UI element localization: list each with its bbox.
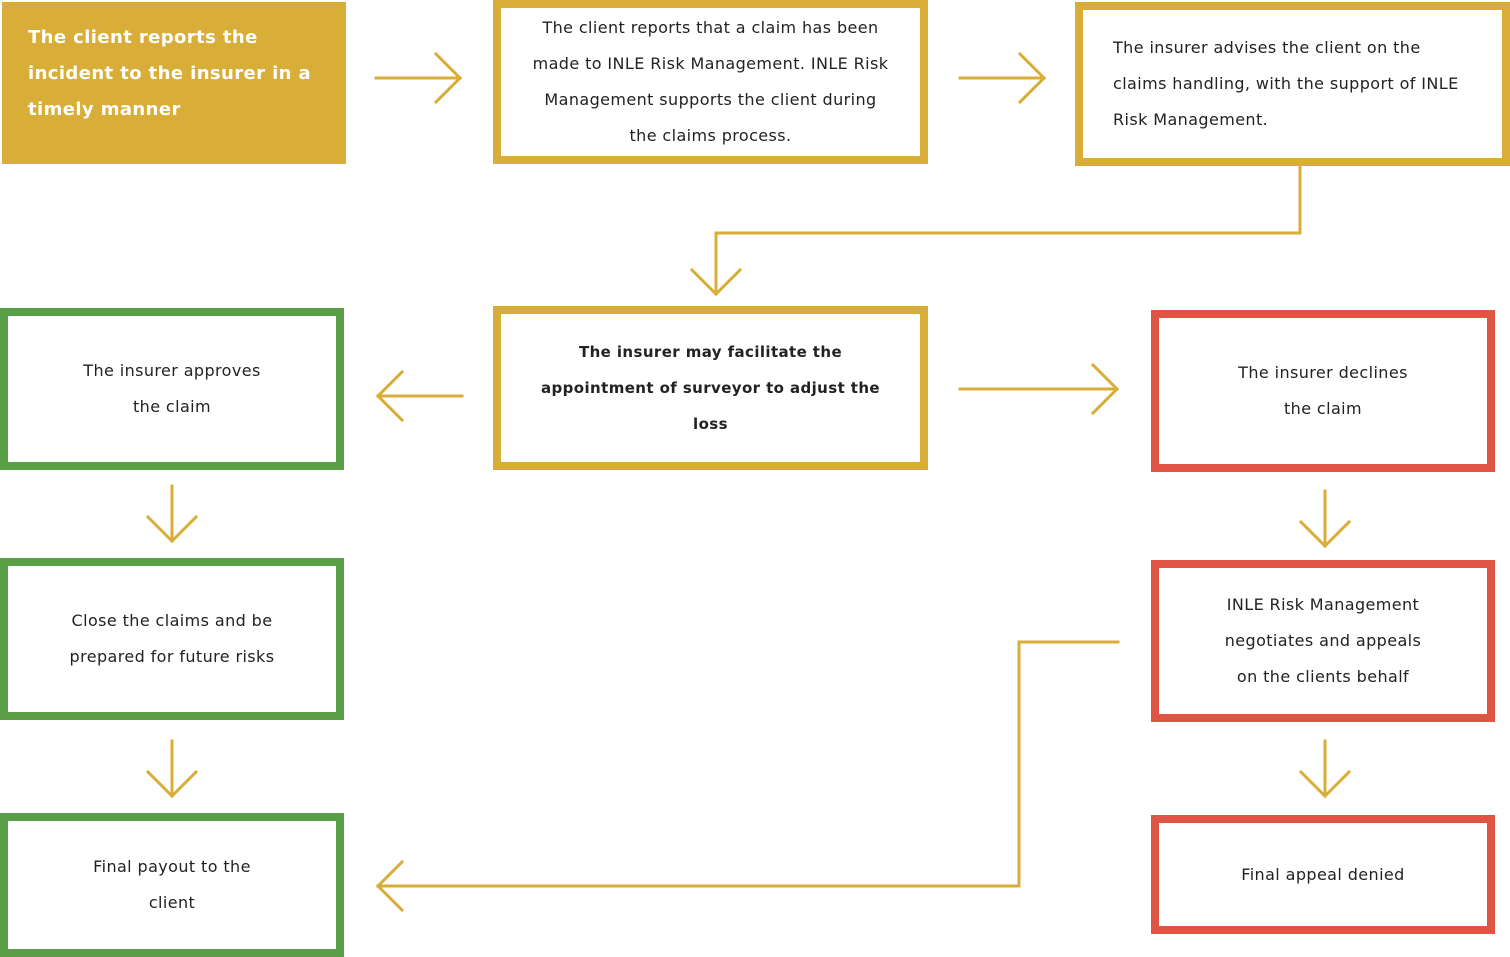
step-claim-reported: The client reports that a claim has been… [493, 0, 928, 164]
arrow-left-to-approves [375, 369, 464, 423]
step-final-payout-text: Final payout to the client [93, 857, 251, 912]
step-final-payout: Final payout to the client [0, 813, 344, 957]
step-insurer-declines: The insurer declines the claim [1151, 310, 1495, 472]
step-report-incident-text: The client reports the incident to the i… [28, 27, 312, 120]
arrow-right-1 [374, 51, 463, 105]
step-insurer-declines-text: The insurer declines the claim [1238, 363, 1408, 418]
step-appeal-denied-text: Final appeal denied [1241, 864, 1405, 884]
step-surveyor-text: The insurer may facilitate the appointme… [541, 343, 880, 433]
arrow-down-to-negotiates [1298, 489, 1352, 549]
step-appeal-denied: Final appeal denied [1151, 815, 1495, 934]
arrow-down-to-payout [145, 739, 199, 799]
step-surveyor: The insurer may facilitate the appointme… [493, 306, 928, 470]
step-negotiates-text: INLE Risk Management negotiates and appe… [1224, 595, 1422, 686]
arrow-right-to-declines [958, 362, 1120, 416]
arrow-down-to-appeal-denied [1298, 739, 1352, 799]
step-close-claims-text: Close the claims and be prepared for fut… [69, 611, 275, 666]
arrow-down-to-close [145, 484, 199, 544]
arrow-right-2 [958, 51, 1047, 105]
step-report-incident: The client reports the incident to the i… [2, 2, 346, 164]
arrow-down-to-surveyor [689, 164, 1302, 297]
step-insurer-advises: The insurer advises the client on the cl… [1075, 2, 1510, 166]
step-insurer-approves: The insurer approves the claim [0, 308, 344, 470]
step-negotiates: INLE Risk Management negotiates and appe… [1151, 560, 1495, 722]
step-insurer-advises-text: The insurer advises the client on the cl… [1113, 38, 1459, 129]
arrow-negotiates-to-payout [375, 640, 1120, 913]
step-close-claims: Close the claims and be prepared for fut… [0, 558, 344, 720]
step-claim-reported-text: The client reports that a claim has been… [532, 18, 889, 145]
step-insurer-approves-text: The insurer approves the claim [83, 361, 261, 416]
